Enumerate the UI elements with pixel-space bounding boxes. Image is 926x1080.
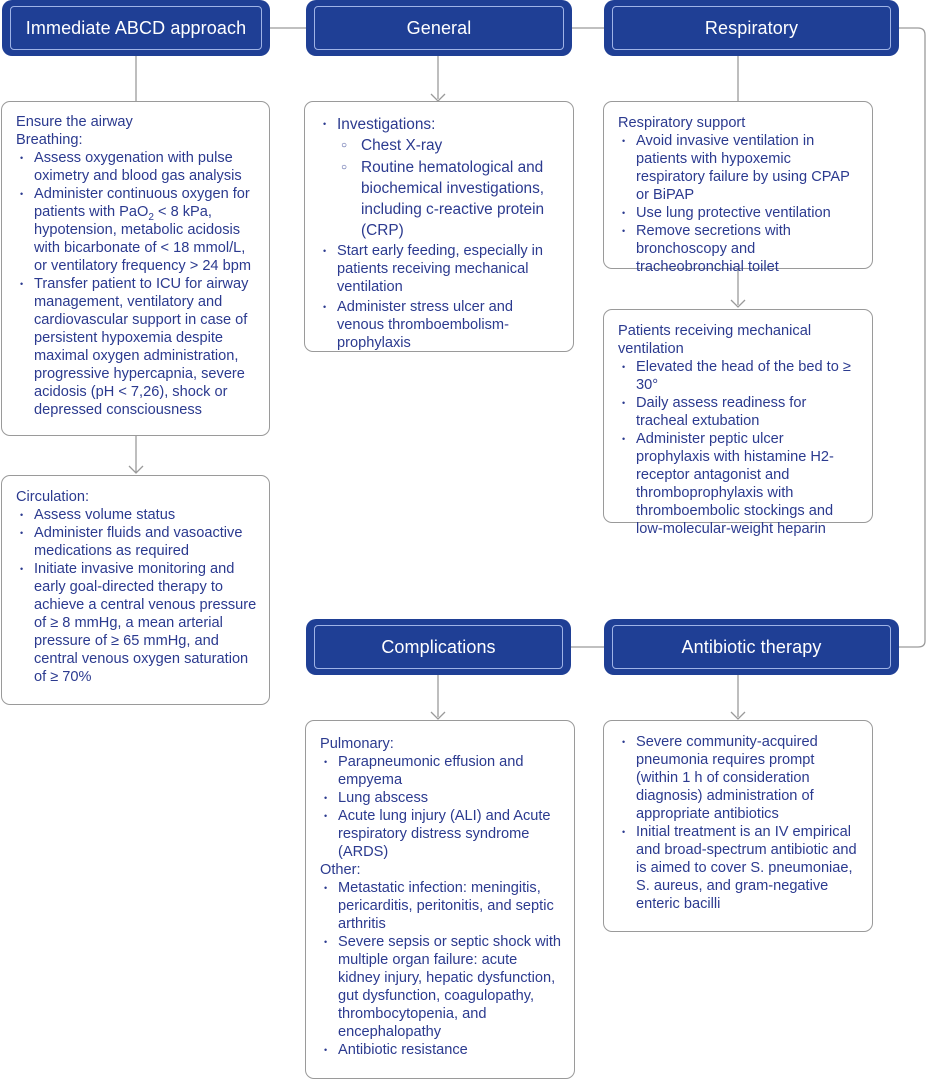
list-item: Transfer patient to ICU for airway manag… [16, 275, 257, 419]
arrowhead-complications [430, 711, 446, 720]
arrowhead-antibiotic [730, 711, 746, 720]
header-complications-label: Complications [314, 625, 563, 669]
oxygen-text-b: < 8 kPa, hypotension, metabolic acidosis… [34, 204, 251, 274]
header-antibiotic-label: Antibiotic therapy [612, 625, 891, 669]
list-item: Initial treatment is an IV empirical and… [618, 823, 860, 913]
list-item: Parapneumonic effusion and empyema [320, 753, 562, 789]
list-item: Administer continuous oxygen for patient… [16, 185, 257, 275]
list-item: Assess volume status [16, 506, 257, 524]
header-antibiotic: Antibiotic therapy [604, 619, 899, 675]
mechanical-ventilation-list: Elevated the head of the bed to ≥ 30° Da… [618, 358, 860, 538]
pulmonary-list: Parapneumonic effusion and empyema Lung … [320, 753, 562, 861]
header-respiratory: Respiratory [604, 0, 899, 56]
arrowhead-circulation [128, 465, 144, 474]
oxygen-text-a: Administer continuous oxygen for patient… [34, 186, 250, 220]
breathing-label: Breathing: [16, 132, 83, 148]
other-list: Metastatic infection: meningitis, perica… [320, 879, 562, 1059]
circulation-box: Circulation: Assess volume status Admini… [1, 475, 270, 705]
header-general-label: General [314, 6, 564, 50]
list-item: Start early feeding, especially in patie… [319, 242, 561, 296]
respiratory-support-box: Respiratory support Avoid invasive venti… [603, 101, 873, 275]
airway-label: Ensure the airway [16, 114, 133, 130]
respiratory-support-label: Respiratory support [618, 115, 746, 131]
arrowhead-mechvent [730, 299, 746, 308]
list-item: Remove secretions with bronchoscopy and … [618, 222, 860, 276]
list-item: Antibiotic resistance [320, 1041, 562, 1059]
list-item: Use lung protective ventilation [618, 204, 860, 222]
list-item: Acute lung injury (ALI) and Acute respir… [320, 807, 562, 861]
header-complications: Complications [306, 619, 571, 675]
list-item: Assess oxygenation with pulse oximetry a… [16, 149, 257, 185]
mechanical-ventilation-box: Patients receiving mechanical ventilatio… [603, 309, 873, 537]
list-item: Severe community-acquired pneumonia requ… [618, 733, 860, 823]
sub-list-item: Chest X-ray [337, 135, 561, 156]
antibiotic-list: Severe community-acquired pneumonia requ… [618, 733, 860, 913]
antibiotic-box: Severe community-acquired pneumonia requ… [603, 720, 873, 932]
header-respiratory-label: Respiratory [612, 6, 891, 50]
list-item: Daily assess readiness for tracheal extu… [618, 394, 860, 430]
subscript-2: 2 [148, 211, 154, 223]
list-item: Initiate invasive monitoring and early g… [16, 560, 257, 686]
circulation-label: Circulation: [16, 489, 89, 505]
list-item: Severe sepsis or septic shock with multi… [320, 933, 562, 1041]
mechanical-ventilation-label: Patients receiving mechanical ventilatio… [618, 323, 812, 357]
list-item: Investigations: Chest X-ray Routine hema… [319, 114, 561, 241]
sub-list-item: Routine hematological and biochemical in… [337, 157, 561, 241]
header-abcd: Immediate ABCD approach [2, 0, 270, 56]
header-abcd-label: Immediate ABCD approach [10, 6, 262, 50]
list-item: Administer stress ulcer and venous throm… [319, 298, 561, 352]
general-list-2: Start early feeding, especially in patie… [319, 242, 561, 352]
other-label: Other: [320, 862, 361, 878]
airway-breathing-box: Ensure the airway Breathing: Assess oxyg… [1, 101, 270, 436]
respiratory-support-list: Avoid invasive ventilation in patients w… [618, 132, 860, 276]
circulation-list: Assess volume status Administer fluids a… [16, 506, 257, 686]
pulmonary-label: Pulmonary: [320, 736, 394, 752]
general-box: Investigations: Chest X-ray Routine hema… [304, 101, 574, 352]
list-item: Administer fluids and vasoactive medicat… [16, 524, 257, 560]
connector-respiratory-antibiotic [899, 27, 926, 648]
investigations-label: Investigations: [337, 116, 436, 133]
general-list: Investigations: Chest X-ray Routine hema… [319, 114, 561, 241]
list-item: Lung abscess [320, 789, 562, 807]
header-general: General [306, 0, 572, 56]
list-item: Metastatic infection: meningitis, perica… [320, 879, 562, 933]
list-item: Elevated the head of the bed to ≥ 30° [618, 358, 860, 394]
investigations-sublist: Chest X-ray Routine hematological and bi… [337, 135, 561, 241]
list-item: Avoid invasive ventilation in patients w… [618, 132, 860, 204]
complications-box: Pulmonary: Parapneumonic effusion and em… [305, 720, 575, 1079]
list-item: Administer peptic ulcer prophylaxis with… [618, 430, 860, 538]
breathing-list: Assess oxygenation with pulse oximetry a… [16, 149, 257, 419]
